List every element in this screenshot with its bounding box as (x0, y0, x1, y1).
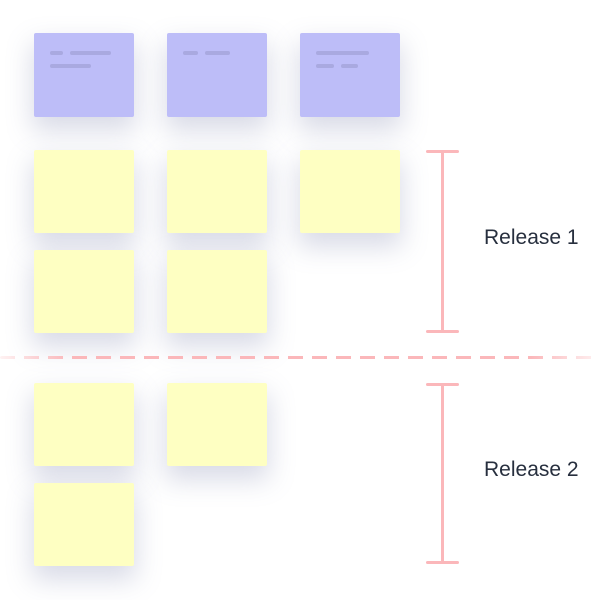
story-note (34, 383, 134, 466)
placeholder-text-line (50, 51, 122, 55)
story-note (34, 250, 134, 333)
placeholder-text-line (316, 51, 388, 55)
placeholder-text-dash (183, 51, 198, 55)
bracket-bottom-cap (426, 330, 459, 333)
story-note (167, 250, 267, 333)
story-note (34, 483, 134, 566)
story-note (167, 150, 267, 233)
placeholder-text-line (50, 64, 122, 68)
release-1-label: Release 1 (484, 226, 579, 249)
placeholder-text-dash (316, 51, 369, 55)
placeholder-text-line (316, 64, 388, 68)
placeholder-text-dash (205, 51, 230, 55)
story-note (167, 383, 267, 466)
story-note (300, 150, 400, 233)
placeholder-text-dash (50, 64, 91, 68)
epic-card (34, 33, 134, 117)
bracket-stem (441, 151, 444, 332)
epic-card (167, 33, 267, 117)
story-note (34, 150, 134, 233)
epic-card (300, 33, 400, 117)
release-2-bracket (426, 383, 459, 564)
release-1-bracket (426, 150, 459, 333)
placeholder-text-dash (316, 64, 334, 68)
placeholder-text-line (183, 51, 255, 55)
bracket-stem (441, 384, 444, 563)
bracket-bottom-cap (426, 561, 459, 564)
release-divider-dashed-line (0, 356, 600, 359)
placeholder-text-dash (341, 64, 358, 68)
placeholder-text-dash (50, 51, 63, 55)
placeholder-text-dash (70, 51, 111, 55)
release-2-label: Release 2 (484, 458, 579, 481)
